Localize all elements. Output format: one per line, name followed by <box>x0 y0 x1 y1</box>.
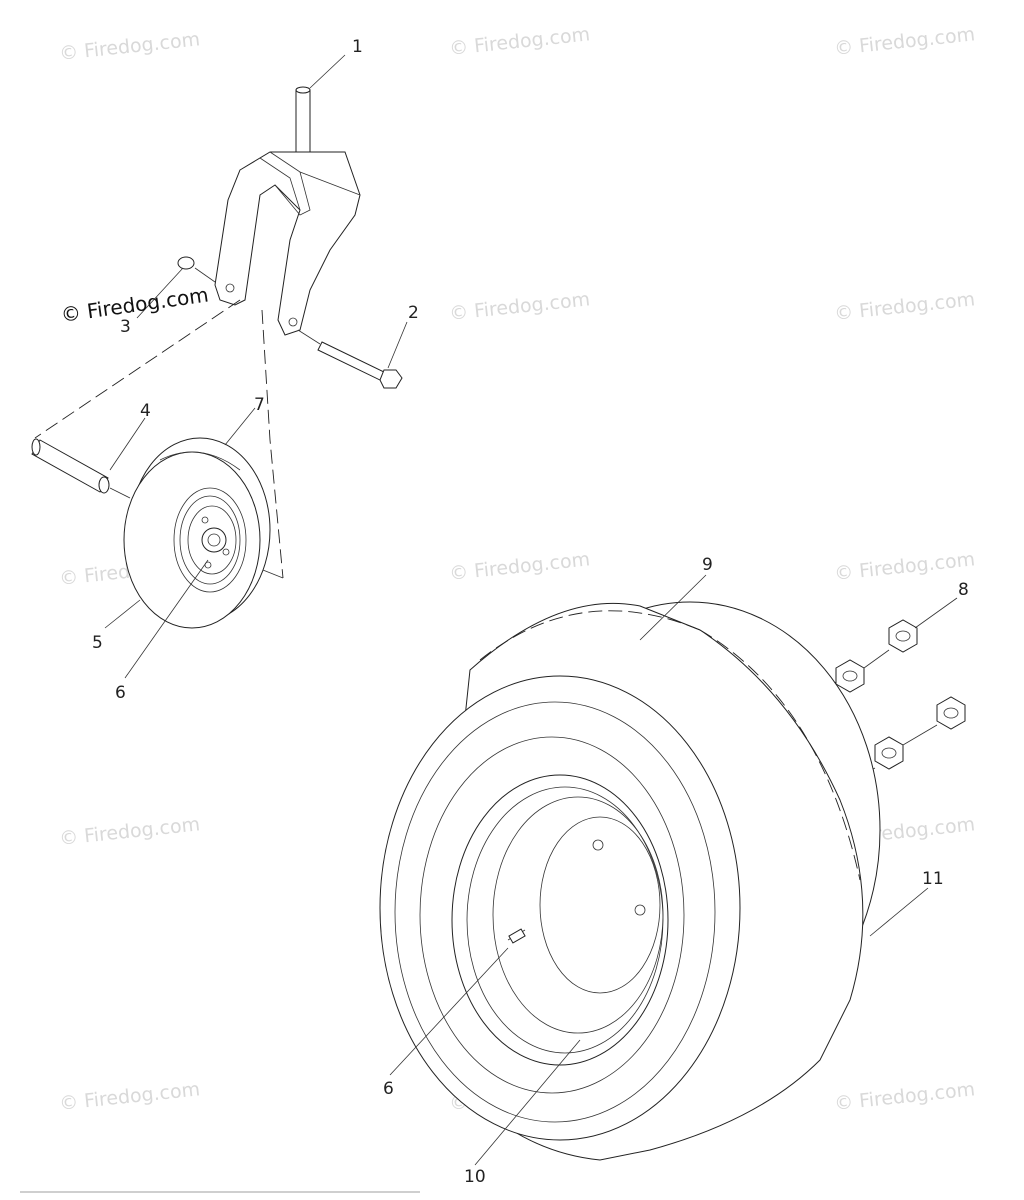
part-number-labels: 1 2 3 4 5 6 7 8 9 10 11 6 <box>92 37 969 1187</box>
part-label-6: 6 <box>115 683 126 703</box>
leader-lines <box>104 54 958 1166</box>
watermark: © Firedog.com <box>833 288 976 325</box>
part-label-5: 5 <box>92 633 103 653</box>
watermark: © Firedog.com <box>833 23 976 60</box>
part-label-2: 2 <box>408 303 419 323</box>
part-label-4: 4 <box>140 401 151 421</box>
watermark: © Firedog.com <box>448 23 591 60</box>
part-label-7: 7 <box>254 395 265 415</box>
nut-part-3 <box>177 256 216 283</box>
part-label-10: 10 <box>464 1167 486 1187</box>
part-label-11: 11 <box>922 869 944 889</box>
watermark: © Firedog.com <box>448 288 591 325</box>
caster-wheel-part-5 <box>123 437 271 629</box>
part-label-3: 3 <box>120 317 131 337</box>
watermark: © Firedog.com <box>833 1078 976 1115</box>
watermark: © Firedog.com <box>833 548 976 585</box>
watermark: © Firedog.com <box>58 813 201 850</box>
drive-wheel-assembly <box>379 601 881 1161</box>
caster-yoke-part <box>214 86 361 336</box>
axle-part-4 <box>31 438 131 499</box>
bolt-part-2 <box>297 329 403 389</box>
part-label-9: 9 <box>702 555 713 575</box>
part-label-6-valve: 6 <box>383 1079 394 1099</box>
part-label-8: 8 <box>958 580 969 600</box>
watermark: © Firedog.com <box>58 28 201 65</box>
watermark: © Firedog.com <box>58 1078 201 1115</box>
watermark: © Firedog.com <box>448 548 591 585</box>
watermark-dark: © Firedog.com <box>59 282 210 326</box>
part-label-1: 1 <box>352 37 363 57</box>
